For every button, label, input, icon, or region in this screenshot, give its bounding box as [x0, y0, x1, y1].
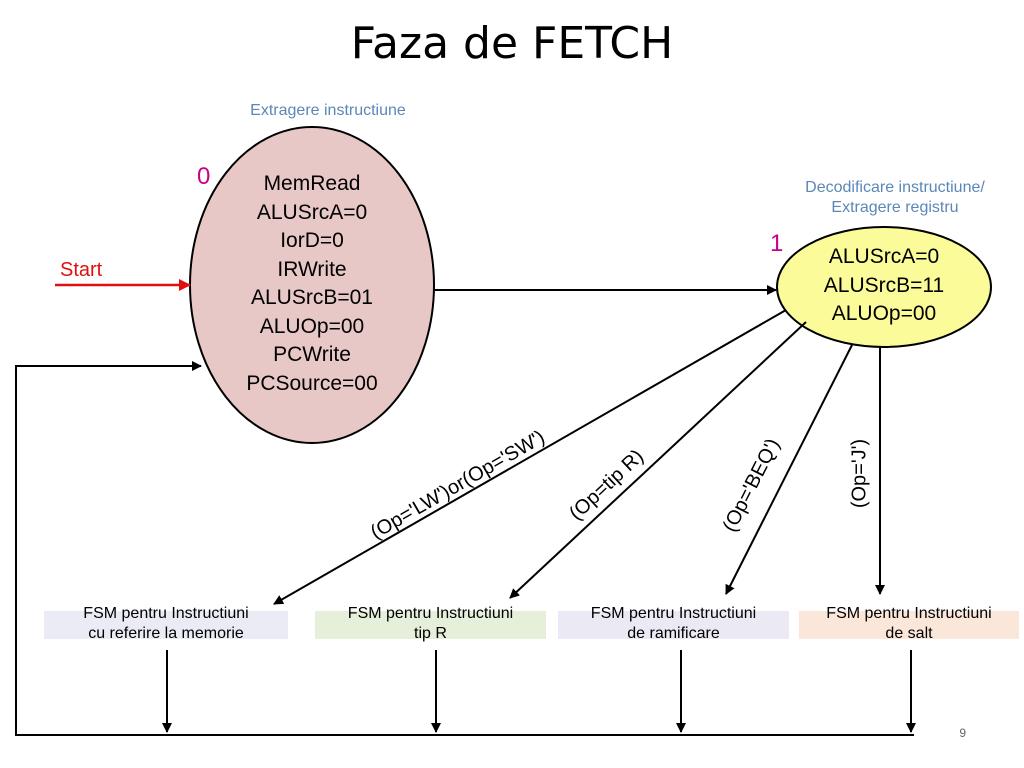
state-1-caption-line: Decodificare instructiune/: [805, 179, 985, 196]
state-1-signals: ALUSrcA=0 ALUSrcB=11 ALUOp=00: [794, 243, 974, 329]
fsm-label-memory: FSM pentru Instructiuni cu referire la m…: [44, 604, 288, 644]
state-0-caption: Extragere instructiune: [250, 102, 406, 119]
fsm-label-branch: FSM pentru Instructiuni de ramificare: [558, 604, 789, 644]
fsm-box-rtype: [315, 611, 546, 639]
start-label: Start: [60, 259, 103, 281]
state-0-signals: MemRead ALUSrcA=0 IorD=0 IRWrite ALUSrcB…: [212, 170, 412, 398]
fsm-box-branch: [558, 611, 789, 639]
fsm-label-line: tip R: [414, 625, 447, 642]
signal: MemRead: [263, 172, 361, 195]
fsm-label-rtype: FSM pentru Instructiuni tip R: [315, 604, 546, 644]
fsm-label-line: FSM pentru Instructiuni: [590, 605, 757, 622]
arrow-to-memory-fsm: [273, 309, 787, 605]
signal: IRWrite: [277, 257, 347, 281]
fsm-label-line: cu referire la memorie: [88, 625, 244, 642]
state-1-caption: Decodificare instructiune/ Extragere reg…: [770, 178, 1020, 218]
signal: IorD=0: [280, 229, 344, 252]
fsm-label-line: FSM pentru Instructiuni: [83, 605, 249, 622]
signal: ALUOp=00: [259, 314, 365, 338]
signal: ALUSrcA=0: [828, 245, 940, 268]
fsm-label-line: FSM pentru Instructiuni: [826, 605, 992, 622]
return-path: [15, 361, 914, 736]
state-0-number: 0: [197, 163, 211, 190]
signal: ALUSrcB=01: [251, 286, 373, 309]
fsm-box-jump: [799, 611, 1019, 639]
arrow-to-branch-fsm: [725, 344, 853, 595]
signal: ALUSrcA=0: [256, 200, 368, 224]
arrow-to-rtype-fsm: [509, 321, 807, 599]
state-1-caption-line: Extragere registru: [831, 199, 959, 216]
signal: ALUOp=00: [831, 302, 937, 325]
state-1-number: 1: [770, 230, 784, 257]
condition-j: (Op='J'): [848, 438, 871, 509]
fsm-label-line: FSM pentru Instructiuni: [347, 605, 514, 622]
fsm-label-line: de salt: [885, 625, 933, 642]
state-1-ellipse: [776, 226, 992, 348]
page-title: Faza de FETCH: [350, 18, 674, 69]
fsm-label-jump: FSM pentru Instructiuni de salt: [799, 604, 1019, 644]
fsm-label-line: de ramificare: [627, 625, 720, 642]
signal: PCWrite: [273, 343, 351, 366]
fsm-box-memory: [44, 611, 288, 639]
page-number: 9: [959, 726, 966, 740]
signal: ALUSrcB=11: [823, 273, 945, 297]
signal: PCSource=00: [246, 371, 378, 395]
